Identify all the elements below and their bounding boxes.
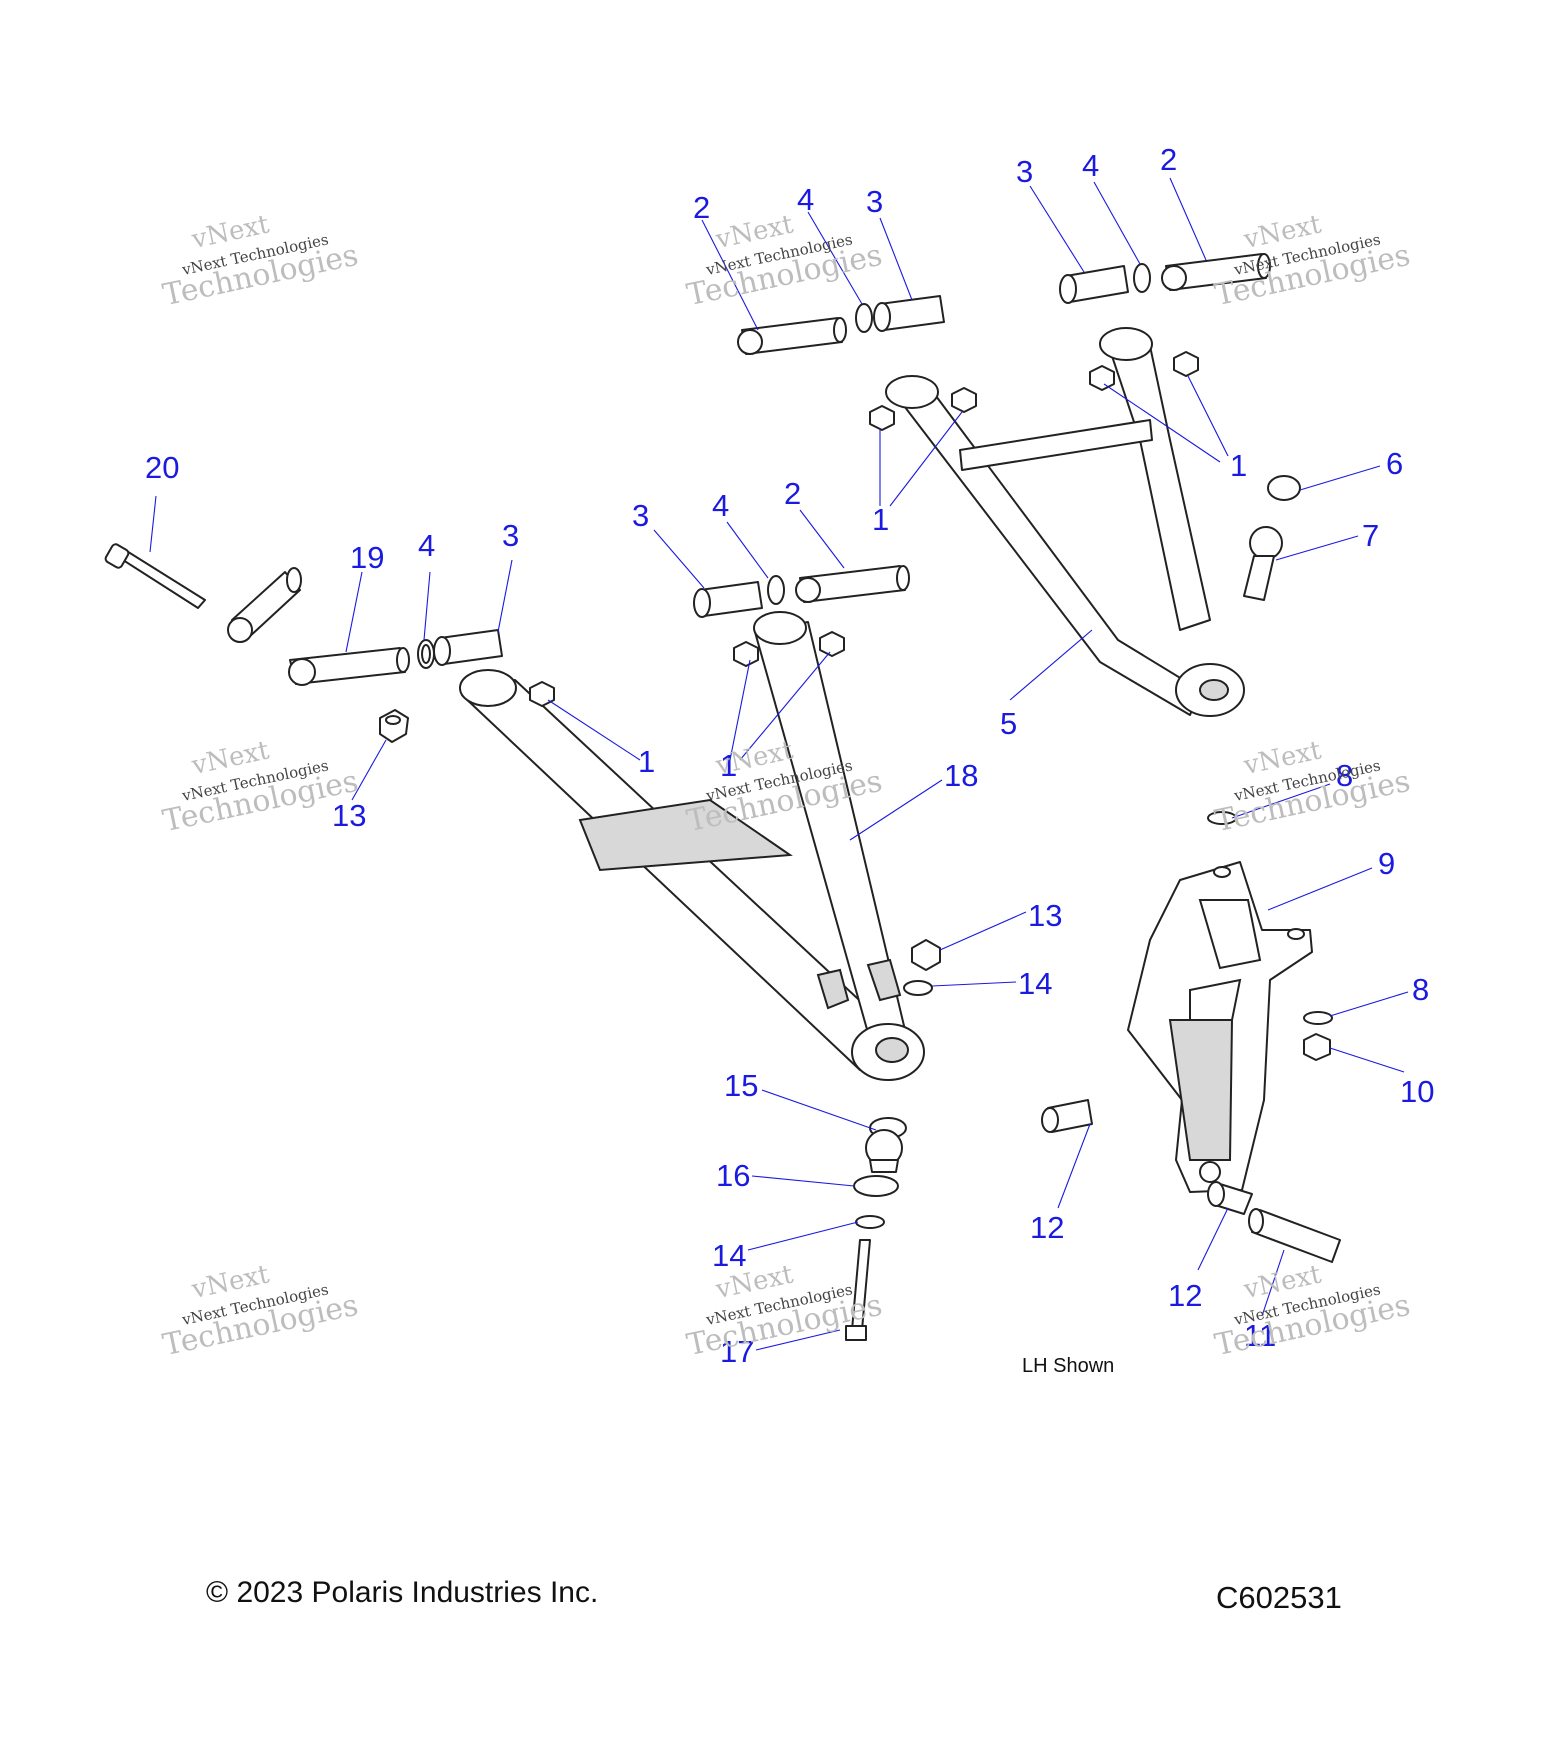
copyright-notice: © 2023 Polaris Industries Inc. <box>206 1576 598 1609</box>
callout: 12 <box>1168 1278 1202 1313</box>
watermark-9: vNext vNext Technologies Technologies <box>1212 1259 1413 1363</box>
callout: 2 <box>784 476 801 511</box>
callout: 4 <box>1082 148 1099 183</box>
callout: 10 <box>1400 1074 1434 1109</box>
callout: 1 <box>638 744 655 779</box>
callout: 4 <box>418 528 435 563</box>
callout: 4 <box>712 488 729 523</box>
callout: 20 <box>145 450 179 485</box>
pivot-pin-2-lower-front <box>795 565 910 603</box>
bolt-20 <box>104 543 206 609</box>
callout: 14 <box>712 1238 746 1273</box>
watermark-1: vNext vNext Technologies Technologies <box>160 209 361 313</box>
callout: 12 <box>1030 1210 1064 1245</box>
callout: 16 <box>716 1158 750 1193</box>
bushing-3-lower-front <box>693 581 763 618</box>
callout: 8 <box>1412 972 1429 1007</box>
callout: 13 <box>332 798 366 833</box>
watermark-3: vNext vNext Technologies Technologies <box>1212 209 1413 313</box>
nut-13-middle <box>911 939 941 971</box>
bushing-3-lower-left <box>433 629 503 666</box>
callout: 1 <box>872 502 889 537</box>
washer-4-top-right <box>1133 263 1151 293</box>
watermark-7: vNext vNext Technologies Technologies <box>160 1259 361 1363</box>
callout-labels: 20 19 4 3 13 3 4 2 1 1 18 13 14 15 16 14… <box>145 142 1434 1369</box>
callout: 15 <box>724 1068 758 1103</box>
callout: 2 <box>1160 142 1177 177</box>
callout: 6 <box>1386 446 1403 481</box>
callout: 3 <box>1016 154 1033 189</box>
callout: 13 <box>1028 898 1062 933</box>
snap-ring-16 <box>853 1175 899 1197</box>
bushing-3-top-right <box>1059 265 1129 304</box>
callout: 9 <box>1378 846 1395 881</box>
spindle-knuckle-9 <box>1127 861 1313 1193</box>
pivot-pin-19 <box>288 647 410 686</box>
leader-lines <box>149 177 1409 1351</box>
bushing-3-top-center <box>873 295 945 332</box>
callout: 1 <box>1230 448 1247 483</box>
callout: 3 <box>866 184 883 219</box>
washer-4-lower-front <box>767 575 785 605</box>
bolt-17 <box>845 1239 871 1341</box>
figure-id: C602531 <box>1216 1580 1342 1615</box>
nut-10 <box>1303 1033 1331 1061</box>
view-caption: LH Shown <box>1022 1355 1114 1377</box>
callout: 8 <box>1336 758 1353 793</box>
callout: 4 <box>797 182 814 217</box>
callout: 1 <box>720 748 737 783</box>
watermark-8: vNext vNext Technologies Technologies <box>684 1259 885 1363</box>
washer-4-lower-left <box>417 639 435 669</box>
callout: 17 <box>720 1334 754 1369</box>
bushing-12-left <box>1041 1099 1093 1133</box>
nut-1-upper-b <box>951 387 977 413</box>
ball-joint-15 <box>865 1117 907 1173</box>
callout: 7 <box>1362 518 1379 553</box>
nut-1-lower-a <box>529 681 555 707</box>
nut-1-upper-c <box>1089 365 1115 391</box>
nut-13-left <box>379 709 409 743</box>
callout: 2 <box>693 190 710 225</box>
callout: 5 <box>1000 706 1017 741</box>
watermark-4: vNext vNext Technologies Technologies <box>160 735 361 839</box>
pivot-pin-2-top-center <box>737 317 847 355</box>
washer-8-lower <box>1303 1011 1333 1025</box>
washer-8-upper <box>1207 811 1237 825</box>
nut-1-lower-b <box>733 641 759 667</box>
upper-a-arm-5 <box>885 327 1245 717</box>
nut-1-lower-c <box>819 631 845 657</box>
callout: 3 <box>502 518 519 553</box>
callout: 18 <box>944 758 978 793</box>
washer-4-top-center <box>855 303 873 333</box>
lower-a-arm-18 <box>459 611 925 1081</box>
washer-14-lower <box>855 1215 885 1229</box>
ball-stud-7 <box>1243 526 1283 601</box>
callout: 19 <box>350 540 384 575</box>
snap-ring-6 <box>1267 475 1301 501</box>
bushing-12-right <box>1207 1181 1253 1215</box>
callout: 14 <box>1018 966 1052 1001</box>
pin-11 <box>1248 1208 1341 1263</box>
washer-14-middle <box>903 980 933 996</box>
nut-1-upper-d <box>1173 351 1199 377</box>
callout: 3 <box>632 498 649 533</box>
watermark-6: vNext vNext Technologies Technologies <box>1212 735 1413 839</box>
callout: 11 <box>1244 1318 1276 1353</box>
pivot-pin-2-top-right <box>1161 253 1271 291</box>
pivot-pin-small <box>227 567 302 643</box>
nut-1-upper-a <box>869 405 895 431</box>
